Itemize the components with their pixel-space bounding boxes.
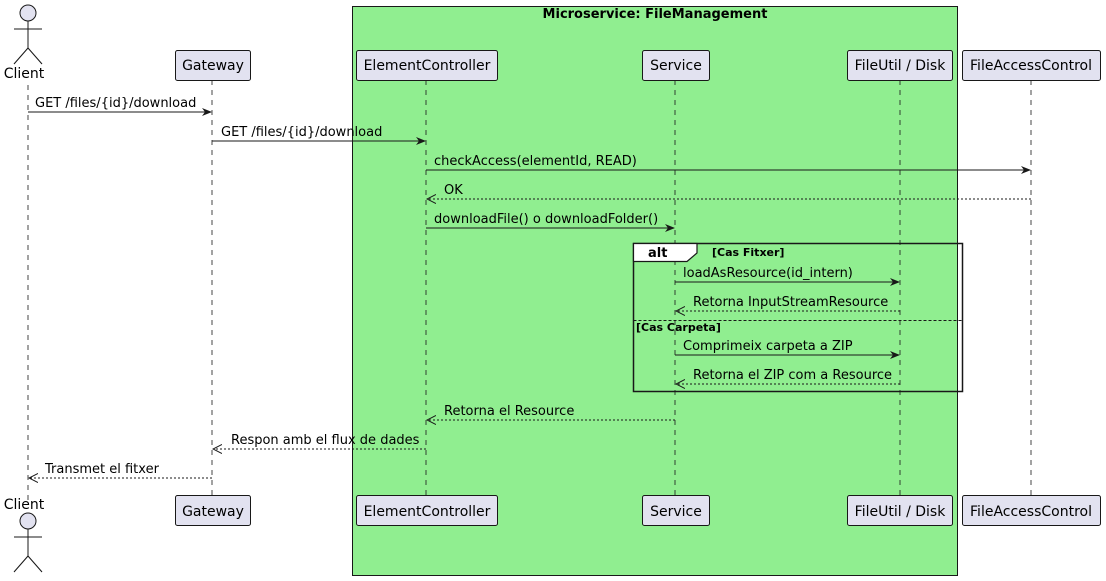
message-8: Comprimeix carpeta a ZIP	[675, 339, 900, 359]
svg-text:FileAccessControl: FileAccessControl	[970, 504, 1092, 520]
svg-text:OK: OK	[444, 183, 463, 198]
message-6: loadAsResource(id_intern)	[675, 266, 900, 286]
participant-element-controller-top: ElementController	[356, 50, 498, 81]
message-7: Retorna InputStreamResource	[676, 295, 900, 311]
actor-client-top	[13, 4, 43, 65]
participant-file-access-top: FileAccessControl	[962, 50, 1101, 81]
message-3: checkAccess(elementId, READ)	[426, 154, 1031, 174]
alt-guard-folder: [Cas Carpeta]	[636, 321, 721, 334]
microservice-box	[352, 6, 958, 576]
message-11: Respon amb el flux de dades	[213, 433, 426, 449]
message-2: GET /files/{id}/download	[212, 125, 426, 145]
participant-file-access-bottom: FileAccessControl	[962, 495, 1101, 526]
participant-file-util-bottom: FileUtil / Disk	[847, 495, 953, 526]
alt-fragment: alt [Cas Fitxer] [Cas Carpeta]	[632, 242, 964, 393]
svg-text:Gateway: Gateway	[182, 58, 244, 74]
svg-text:GET /files/{id}/download: GET /files/{id}/download	[35, 96, 196, 111]
svg-text:Service: Service	[650, 58, 702, 74]
participant-gateway-bottom: Gateway	[175, 495, 251, 526]
svg-text:Retorna el Resource: Retorna el Resource	[444, 404, 574, 419]
participant-service-top: Service	[642, 50, 710, 81]
svg-text:FileUtil / Disk: FileUtil / Disk	[855, 58, 947, 74]
message-12: Transmet el fitxer	[29, 462, 212, 478]
svg-text:Comprimeix carpeta a ZIP: Comprimeix carpeta a ZIP	[683, 339, 853, 354]
svg-text:GET /files/{id}/download: GET /files/{id}/download	[221, 125, 382, 140]
message-10: Retorna el Resource	[427, 404, 675, 420]
alt-guard-file: [Cas Fitxer]	[712, 246, 784, 259]
svg-text:Retorna InputStreamResource: Retorna InputStreamResource	[693, 295, 888, 310]
svg-text:FileAccessControl: FileAccessControl	[970, 58, 1092, 74]
actor-client-bottom	[13, 512, 43, 573]
svg-text:Service: Service	[650, 504, 702, 520]
participant-service-bottom: Service	[642, 495, 710, 526]
participant-client-bottom-label: Client	[4, 497, 45, 513]
svg-text:Gateway: Gateway	[182, 504, 244, 520]
participant-client-top-label: Client	[4, 66, 45, 82]
svg-text:FileUtil / Disk: FileUtil / Disk	[855, 504, 947, 520]
svg-text:checkAccess(elementId, READ): checkAccess(elementId, READ)	[434, 154, 637, 169]
svg-text:loadAsResource(id_intern): loadAsResource(id_intern)	[683, 266, 853, 281]
message-1: GET /files/{id}/download	[28, 96, 212, 116]
participant-file-util-top: FileUtil / Disk	[847, 50, 953, 81]
svg-text:ElementController: ElementController	[364, 504, 491, 520]
microservice-title: Microservice: FileManagement	[543, 7, 768, 22]
svg-text:Retorna el ZIP com a Resource: Retorna el ZIP com a Resource	[693, 368, 892, 383]
svg-text:Respon amb el flux de dades: Respon amb el flux de dades	[231, 433, 420, 448]
alt-keyword: alt	[648, 246, 667, 261]
participant-gateway-top: Gateway	[175, 50, 251, 81]
message-5: downloadFile() o downloadFolder()	[426, 212, 675, 232]
message-9: Retorna el ZIP com a Resource	[676, 368, 900, 384]
svg-text:downloadFile() o downloadFolde: downloadFile() o downloadFolder()	[434, 212, 658, 227]
message-4: OK	[427, 183, 1031, 199]
svg-text:ElementController: ElementController	[364, 58, 491, 74]
participant-element-controller-bottom: ElementController	[356, 495, 498, 526]
svg-text:Transmet el fitxer: Transmet el fitxer	[44, 462, 160, 477]
